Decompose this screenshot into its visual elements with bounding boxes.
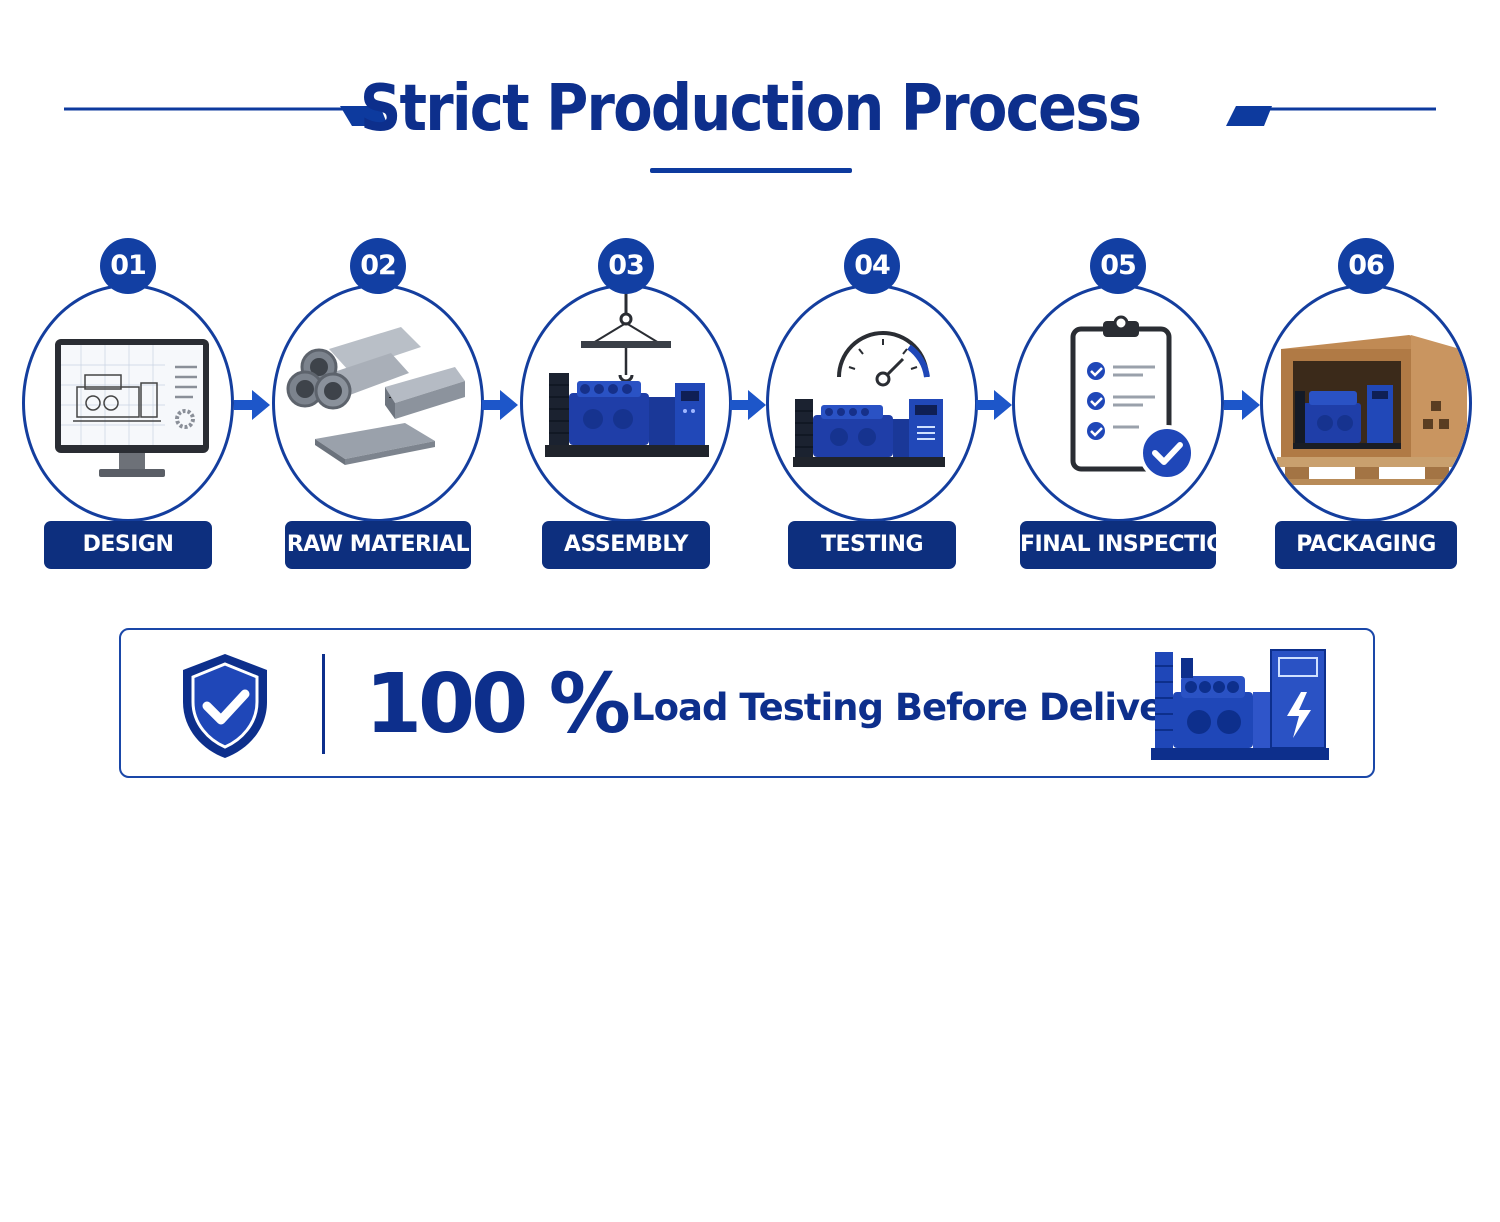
step-packaging: 06 PACKAGING xyxy=(1256,238,1476,578)
load-testing-banner: 100 % Load Testing Before Delivery xyxy=(119,628,1375,778)
crane-genset-icon xyxy=(545,287,709,457)
shield-check-icon xyxy=(183,654,267,758)
checklist-clipboard-icon xyxy=(1070,315,1195,481)
generator-set-icon xyxy=(1151,649,1329,760)
step-number: 05 xyxy=(1090,238,1146,294)
step-number: 03 xyxy=(598,238,654,294)
step-number: 01 xyxy=(100,238,156,294)
page-title: Strict Production Process xyxy=(359,72,1142,146)
step-final-inspection: 05 FINAL INSPECTION xyxy=(1008,238,1243,578)
step-icon-frame xyxy=(272,284,484,522)
steel-pipes-plates-icon xyxy=(286,327,465,465)
step-raw-material: 02 RAW MATERIAL xyxy=(268,238,488,578)
arrow-right-icon xyxy=(482,390,518,420)
step-icon-frame xyxy=(1260,284,1472,522)
header: Strict Production Process xyxy=(0,60,1500,160)
banner-text: Load Testing Before Delivery xyxy=(631,686,1205,729)
step-number: 04 xyxy=(844,238,900,294)
banner-divider xyxy=(322,654,325,754)
step-label: FINAL INSPECTION xyxy=(1020,521,1243,569)
right-decoration-line xyxy=(1226,106,1436,126)
step-label: DESIGN xyxy=(44,521,212,569)
crated-genset-icon xyxy=(1277,335,1469,485)
step-icon-frame xyxy=(766,284,978,522)
monitor-blueprint-icon xyxy=(55,339,209,477)
arrow-right-icon xyxy=(1224,390,1260,420)
step-icon-frame xyxy=(1012,284,1224,522)
percent-value: 100 % xyxy=(365,657,631,752)
step-design: 01 DES xyxy=(18,238,238,578)
step-icon-frame xyxy=(22,284,234,522)
step-number: 02 xyxy=(350,238,406,294)
step-testing: 04 TESTING xyxy=(762,238,982,578)
step-label: PACKAGING xyxy=(1275,521,1457,569)
title-underline xyxy=(650,168,852,173)
step-label: RAW MATERIAL xyxy=(285,521,471,569)
step-icon-frame xyxy=(520,284,732,522)
left-decoration-line xyxy=(64,106,388,126)
arrow-right-icon xyxy=(730,390,766,420)
step-label: ASSEMBLY xyxy=(542,521,710,569)
arrow-right-icon xyxy=(976,390,1012,420)
step-label: TESTING xyxy=(788,521,956,569)
step-assembly: 03 ASSEMBLY xyxy=(516,238,736,578)
step-number: 06 xyxy=(1338,238,1394,294)
arrow-right-icon xyxy=(234,390,270,420)
gauge-genset-icon xyxy=(793,331,945,467)
